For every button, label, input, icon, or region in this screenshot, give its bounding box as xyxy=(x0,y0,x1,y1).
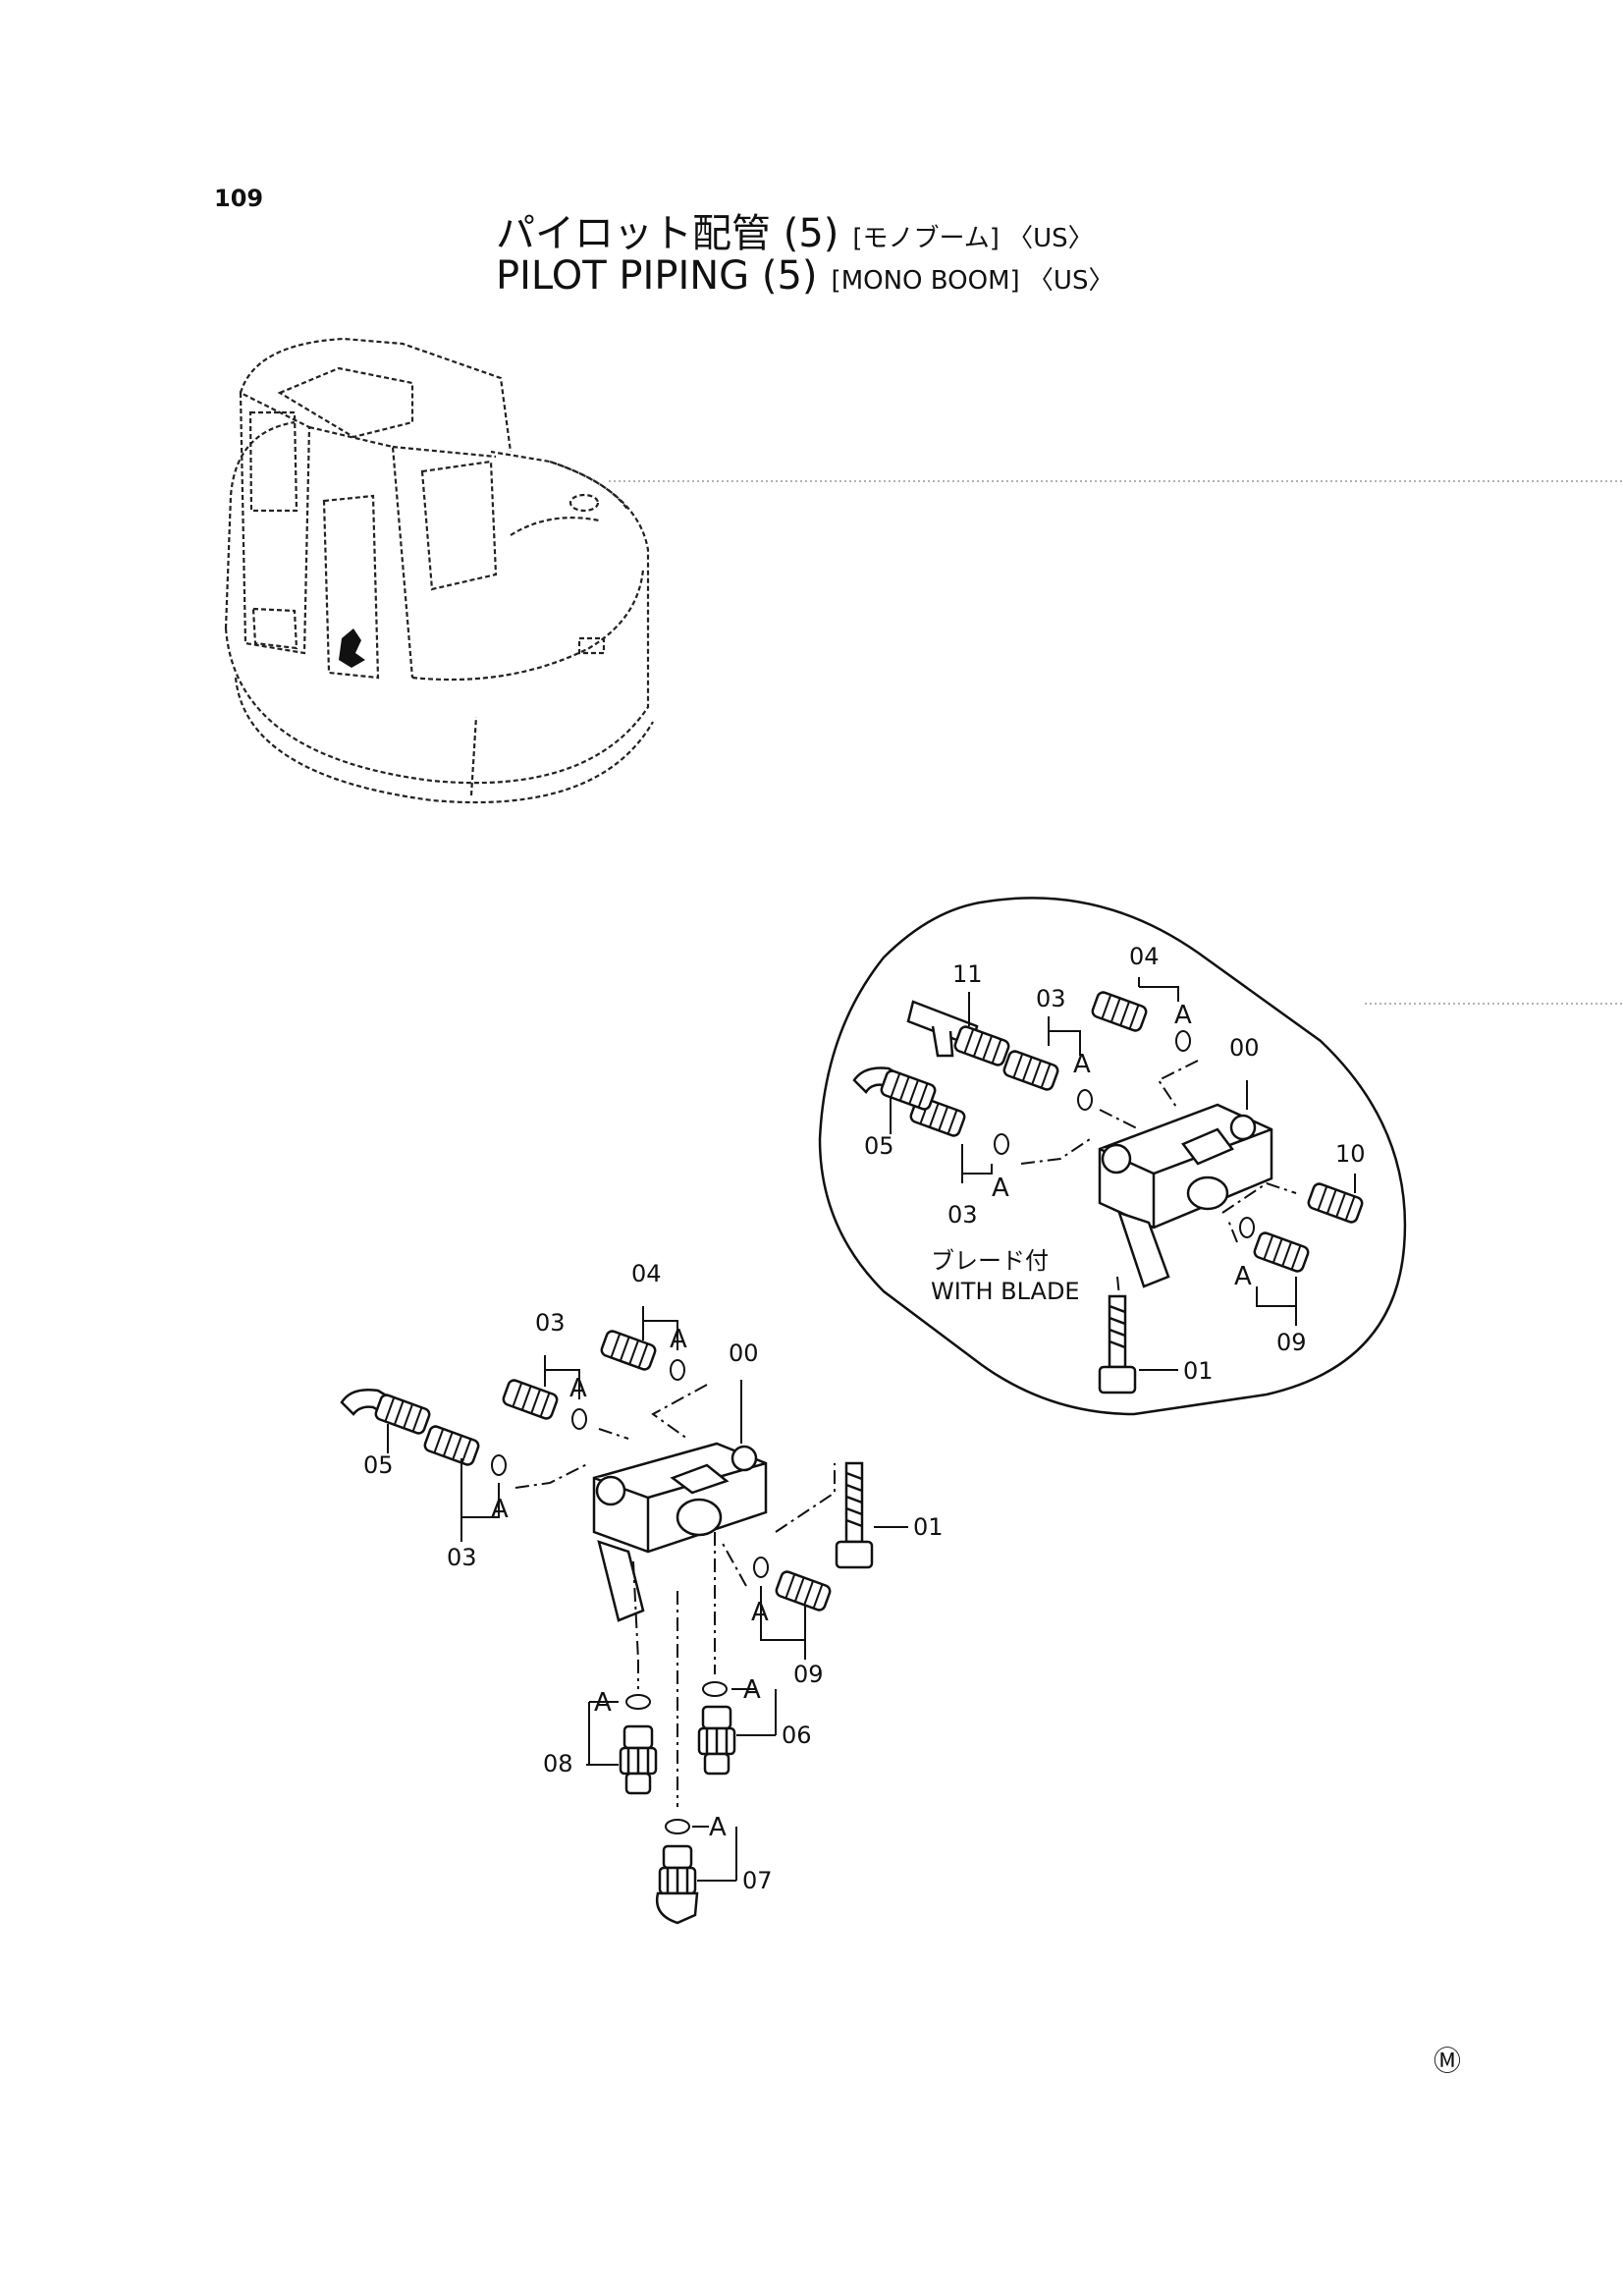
main-bracket-lines xyxy=(387,1306,908,1882)
part-label-10-inset: 10 xyxy=(1335,1140,1366,1168)
oring-label-a-inset-4: A xyxy=(1234,1262,1252,1291)
fitting-09-inset xyxy=(1251,1230,1312,1275)
oring-label-a-main-4: A xyxy=(751,1598,769,1627)
main-leaders xyxy=(514,1384,836,1807)
orings-main xyxy=(491,1359,769,1834)
part-label-11-inset: 11 xyxy=(952,960,983,988)
note-with-blade-jp: ブレード付 xyxy=(931,1247,1049,1275)
inset-outline xyxy=(818,897,1407,1416)
oring-label-a-main-3: A xyxy=(491,1495,509,1524)
oring-label-a-main-2: A xyxy=(569,1374,587,1403)
part-label-03-top-main: 03 xyxy=(535,1309,566,1337)
fitting-03-top-main xyxy=(500,1377,561,1422)
oring-label-a-inset-1: A xyxy=(1174,1001,1192,1030)
fitting-03-bottom-main xyxy=(421,1423,482,1468)
pilot-valve-block-inset xyxy=(1098,1103,1273,1288)
fitting-04-inset xyxy=(1089,989,1150,1034)
oring-label-a-main-5: A xyxy=(594,1688,612,1718)
oring-label-a-main-1: A xyxy=(670,1325,687,1354)
fitting-06-main xyxy=(697,1705,736,1776)
main-pilot-piping-diagram: 04 03 00 05 03 01 09 08 06 07 A A A A A … xyxy=(340,1260,944,1925)
oring-label-a-main-6: A xyxy=(743,1675,761,1705)
part-label-04-inset: 04 xyxy=(1129,943,1160,970)
part-label-00-inset: 00 xyxy=(1229,1034,1260,1062)
fitting-04-main xyxy=(598,1328,659,1373)
inset-leaders xyxy=(1020,1060,1297,1297)
part-label-09-inset: 09 xyxy=(1276,1329,1307,1356)
part-label-01-main: 01 xyxy=(913,1513,944,1541)
part-label-03-bottom-inset: 03 xyxy=(947,1201,978,1229)
inset-bracket-lines xyxy=(890,977,1356,1371)
part-label-03-top-inset: 03 xyxy=(1036,985,1066,1012)
footer-mark: Ⓜ xyxy=(1434,2045,1461,2077)
machine-overview-illustration xyxy=(224,337,654,804)
oring-label-a-inset-3: A xyxy=(992,1174,1009,1203)
page-number: 109 xyxy=(214,185,264,212)
bolt-01-inset xyxy=(1098,1294,1137,1394)
fitting-08-main xyxy=(619,1724,658,1795)
title-jp-main: パイロット配管 (5) xyxy=(496,211,839,256)
fitting-09-main xyxy=(773,1568,834,1613)
part-label-06-main: 06 xyxy=(782,1722,812,1749)
part-label-04-main: 04 xyxy=(631,1260,662,1287)
fitting-03-top-inset xyxy=(1001,1048,1061,1093)
note-with-blade-en: WITH BLADE xyxy=(931,1278,1080,1305)
inset-blade-diagram: 11 04 03 00 05 03 10 01 09 A A A A ブレード付… xyxy=(818,897,1407,1416)
operator-figure-icon xyxy=(339,629,365,668)
part-label-00-main: 00 xyxy=(729,1339,759,1367)
part-label-08-main: 08 xyxy=(543,1750,573,1777)
title-en-main: PILOT PIPING (5) xyxy=(496,253,818,299)
elbow-fitting-05-main xyxy=(340,1389,433,1437)
elbow-fitting-07-main xyxy=(655,1844,699,1925)
elbow-fitting-05-inset xyxy=(852,1066,939,1113)
page-title-english: PILOT PIPING (5) [MONO BOOM] 〈US〉 xyxy=(496,253,1113,299)
part-label-03-bottom-main: 03 xyxy=(447,1544,477,1571)
bolt-01-main xyxy=(835,1461,874,1569)
part-label-05-main: 05 xyxy=(363,1451,394,1479)
oring-label-a-inset-2: A xyxy=(1073,1050,1091,1079)
part-label-09-main: 09 xyxy=(793,1661,824,1688)
part-label-05-inset: 05 xyxy=(864,1132,894,1160)
part-label-07-main: 07 xyxy=(742,1867,773,1894)
orings-inset xyxy=(994,1030,1255,1238)
oring-label-a-main-7: A xyxy=(709,1813,727,1842)
title-en-suffix: [MONO BOOM] 〈US〉 xyxy=(831,266,1114,296)
pilot-valve-block-main xyxy=(592,1442,768,1622)
part-label-01-inset: 01 xyxy=(1183,1357,1214,1385)
tee-fitting-11-inset xyxy=(906,1000,1012,1068)
title-jp-suffix: [モノブーム] 〈US〉 xyxy=(852,224,1094,253)
page-title-japanese: パイロット配管 (5) [モノブーム] 〈US〉 xyxy=(496,201,1094,258)
